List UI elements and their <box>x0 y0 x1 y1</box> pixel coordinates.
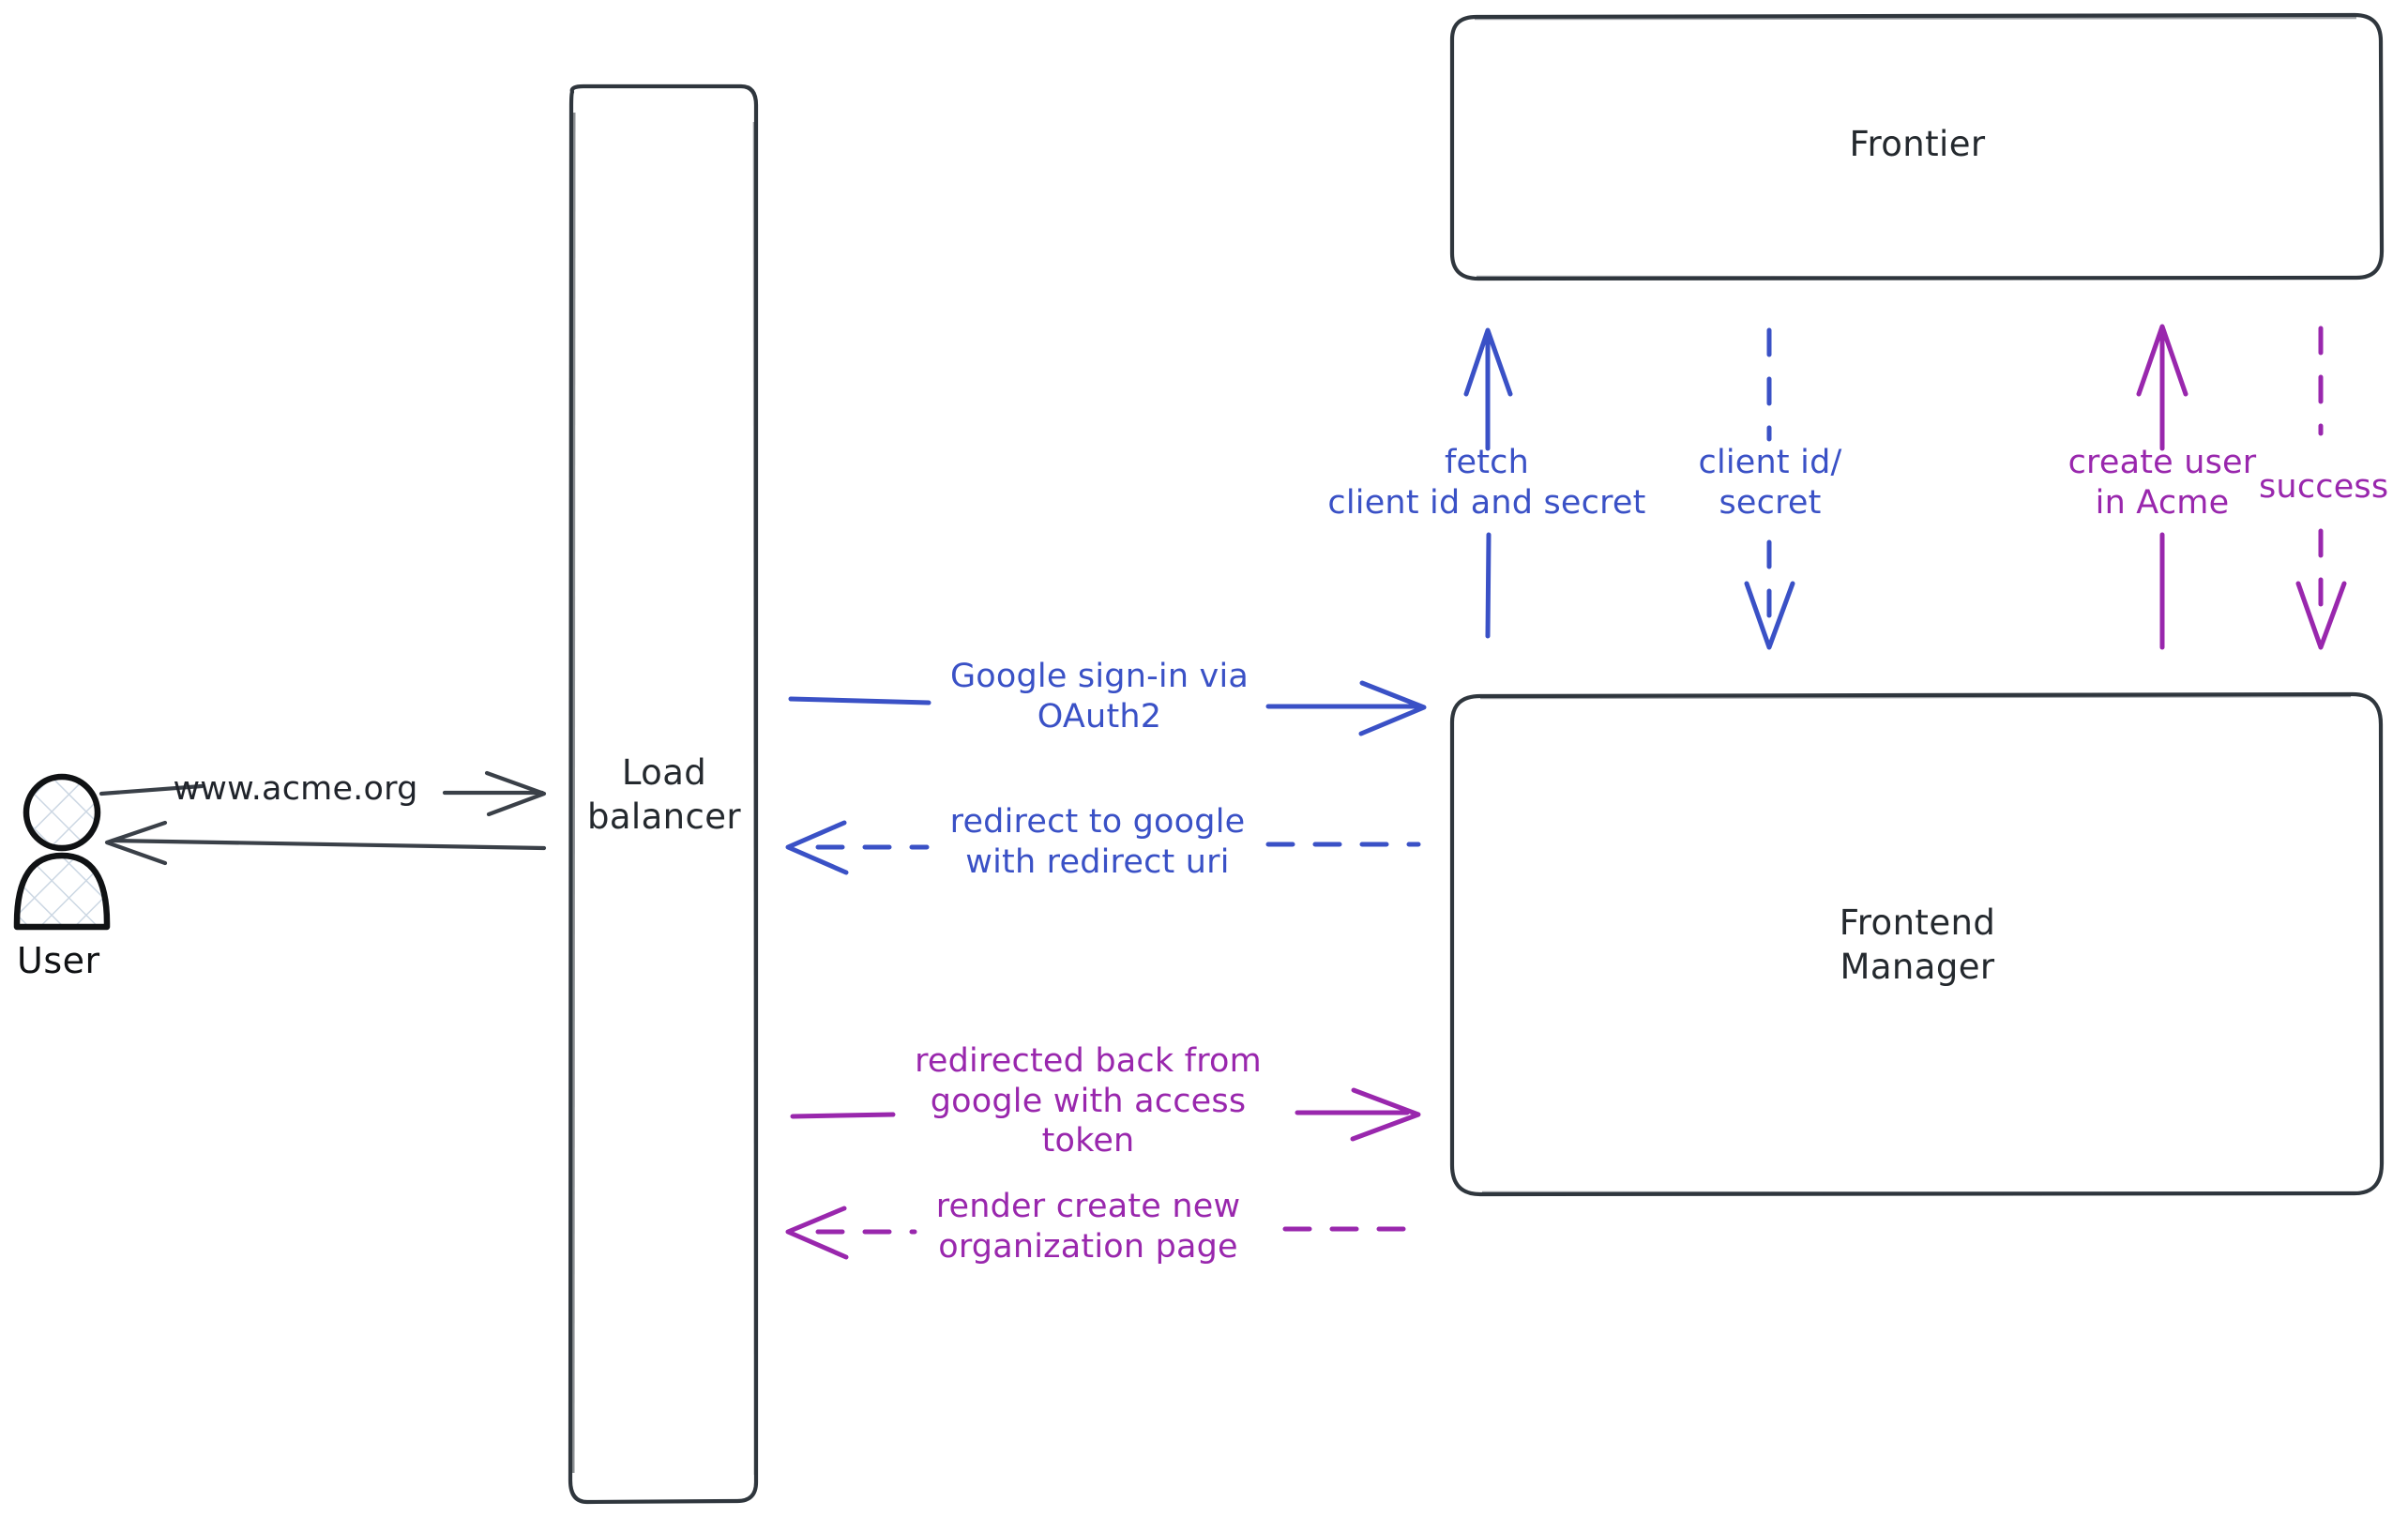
edge-client-id-secret[interactable] <box>1744 327 1795 650</box>
edge-fetch-client-id-and-secret[interactable] <box>1463 327 1513 639</box>
edge-user-to-load-balancer[interactable] <box>98 770 547 817</box>
person-icon <box>13 773 111 931</box>
edge-redirect-to-google[interactable] <box>785 820 1421 875</box>
node-frontier-shape[interactable] <box>1449 12 2385 281</box>
edge-google-signin-via-oauth2[interactable] <box>788 680 1427 736</box>
node-load-balancer-shape[interactable] <box>568 83 759 1505</box>
edge-create-user-in-acme[interactable] <box>2136 324 2188 650</box>
edge-success[interactable] <box>2295 326 2347 650</box>
edge-redirected-back-with-access-token[interactable] <box>790 1087 1421 1142</box>
node-frontend-manager-shape[interactable] <box>1449 691 2385 1197</box>
edge-render-create-new-organization-page[interactable] <box>785 1206 1421 1260</box>
edge-load-balancer-to-user[interactable] <box>104 820 547 866</box>
